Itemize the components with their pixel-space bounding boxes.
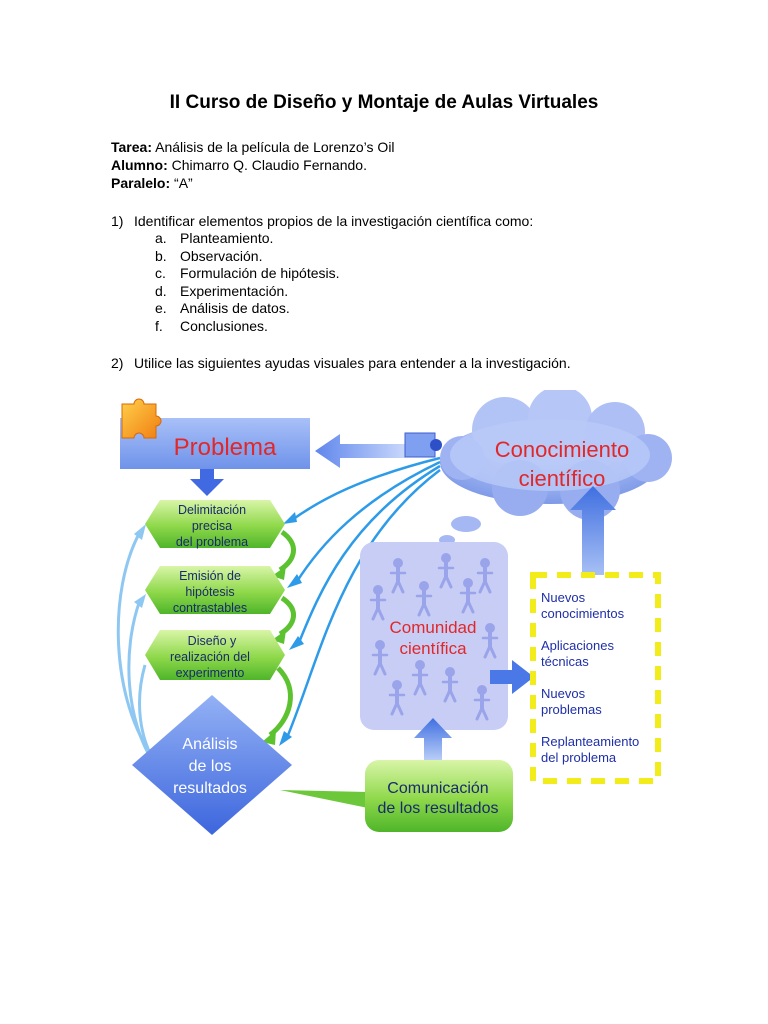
list-item-text: Experimentación. xyxy=(180,282,289,299)
comunicacion-connector xyxy=(280,790,368,808)
arrow-down-icon xyxy=(190,469,224,496)
comunicacion-line-2: de los resultados xyxy=(378,800,499,817)
outcome-2-line-1: Aplicaciones xyxy=(541,638,614,653)
list-item-text: Conclusiones. xyxy=(180,317,268,334)
list-item-text: Planteamiento. xyxy=(180,230,274,246)
list-item: f. Conclusiones. xyxy=(155,318,340,336)
question-2: 2) Utilice las siguientes ayudas visuales… xyxy=(111,354,571,372)
list-item: e. Análisis de datos. xyxy=(155,300,340,318)
list-item-text: Formulación de hipótesis. xyxy=(180,265,340,281)
arrow-up-to-cloud-icon xyxy=(570,486,616,590)
analisis-line-2: de los xyxy=(189,758,232,775)
step-experimento-line-1: Diseño y xyxy=(188,634,237,648)
comunidad-line-2: científica xyxy=(399,639,467,658)
list-item-text: Análisis de datos. xyxy=(180,300,290,316)
conocimiento-cloud: Conocimiento científico xyxy=(439,390,672,545)
scientific-method-diagram: Problema Conocimiento científico xyxy=(116,390,672,835)
question-1-number: 1) xyxy=(111,213,124,229)
meta-group-value: “A” xyxy=(170,175,193,191)
comunidad-box: Comunidad científica xyxy=(360,542,508,730)
list-item-letter: d. xyxy=(155,282,167,299)
step-delimitacion-line-1: Delimitación xyxy=(178,503,246,517)
arrow-up-icon xyxy=(414,718,452,760)
list-item: d. Experimentación. xyxy=(155,283,340,301)
meta-task: Tarea: Análisis de la película de Lorenz… xyxy=(111,138,395,156)
puzzle-icon xyxy=(121,398,162,439)
step-experimento: Diseño y realización del experimento xyxy=(145,630,285,680)
comunidad-line-1: Comunidad xyxy=(390,618,477,637)
step-delimitacion-line-2: precisa xyxy=(192,519,232,533)
step-hipotesis-line-2: hipótesis xyxy=(185,585,234,599)
assignment-info: Tarea: Análisis de la película de Lorenz… xyxy=(111,138,395,192)
step-experimento-line-2: realización del xyxy=(170,650,250,664)
question-2-number: 2) xyxy=(111,355,124,371)
list-item-text: Observación. xyxy=(180,247,263,264)
outcomes-box: Nuevos conocimientos Aplicaciones técnic… xyxy=(530,572,661,784)
meta-task-value: Análisis de la película de Lorenzo’s Oil xyxy=(151,139,395,155)
step-experimento-line-3: experimento xyxy=(176,666,245,680)
conocimiento-line-1: Conocimiento xyxy=(495,437,630,462)
outcome-3-line-2: problemas xyxy=(541,702,602,717)
analisis-diamond: Análisis de los resultados xyxy=(132,695,292,835)
outcome-4-line-2: del problema xyxy=(541,750,617,765)
step-delimitacion: Delimitación precisa del problema xyxy=(145,500,285,549)
outcome-4-line-1: Replanteamiento xyxy=(541,734,639,749)
step-hipotesis: Emisión de hipótesis contrastables xyxy=(145,566,285,615)
outcome-3-line-1: Nuevos xyxy=(541,686,586,701)
step-arrows xyxy=(268,529,296,737)
problema-box: Problema xyxy=(120,398,310,469)
question-1: 1) Identificar elementos propios de la in… xyxy=(111,212,533,230)
step-hipotesis-line-1: Emisión de xyxy=(179,569,241,583)
meta-task-label: Tarea: xyxy=(111,139,152,155)
step-delimitacion-line-3: del problema xyxy=(176,535,248,549)
question-1-text: Identificar elementos propios de la inve… xyxy=(134,213,534,229)
outcome-1-line-2: conocimientos xyxy=(541,606,625,621)
meta-group-label: Paralelo: xyxy=(111,175,171,191)
outcome-2-line-2: técnicas xyxy=(541,654,589,669)
outcome-1-line-1: Nuevos xyxy=(541,590,586,605)
analisis-line-3: resultados xyxy=(173,780,247,797)
meta-student-label: Alumno: xyxy=(111,157,168,173)
conocimiento-line-2: científico xyxy=(519,466,606,491)
list-item: a. Planteamiento. xyxy=(155,230,340,248)
list-item-letter: c. xyxy=(155,265,166,281)
comunicacion-box: Comunicación de los resultados xyxy=(365,760,513,832)
puzzle-connector-icon xyxy=(404,432,442,458)
analisis-line-1: Análisis xyxy=(182,736,237,753)
feedback-arrowheads xyxy=(279,512,304,746)
list-item-letter: f. xyxy=(155,317,163,334)
feedback-arrows xyxy=(284,456,441,741)
meta-student: Alumno: Chimarro Q. Claudio Fernando. xyxy=(111,156,395,174)
comunicacion-line-1: Comunicación xyxy=(387,780,488,797)
list-item-letter: b. xyxy=(155,247,167,264)
document-title: II Curso de Diseño y Montaje de Aulas Vi… xyxy=(169,92,599,113)
step-hipotesis-line-3: contrastables xyxy=(173,601,247,615)
list-item: c. Formulación de hipótesis. xyxy=(155,265,340,283)
list-item-letter: a. xyxy=(155,230,167,246)
meta-student-value: Chimarro Q. Claudio Fernando. xyxy=(167,157,367,173)
question-1-list: a. Planteamiento. b. Observación. c. Formul… xyxy=(155,230,340,335)
problema-label: Problema xyxy=(174,434,277,461)
meta-group: Paralelo: “A” xyxy=(111,174,395,192)
arrow-left-icon xyxy=(315,434,405,468)
list-item-letter: e. xyxy=(155,300,167,316)
arrow-right-icon xyxy=(490,660,534,694)
question-2-text: Utilice las siguientes ayudas visuales p… xyxy=(134,355,571,371)
list-item: b. Observación. xyxy=(155,248,340,266)
